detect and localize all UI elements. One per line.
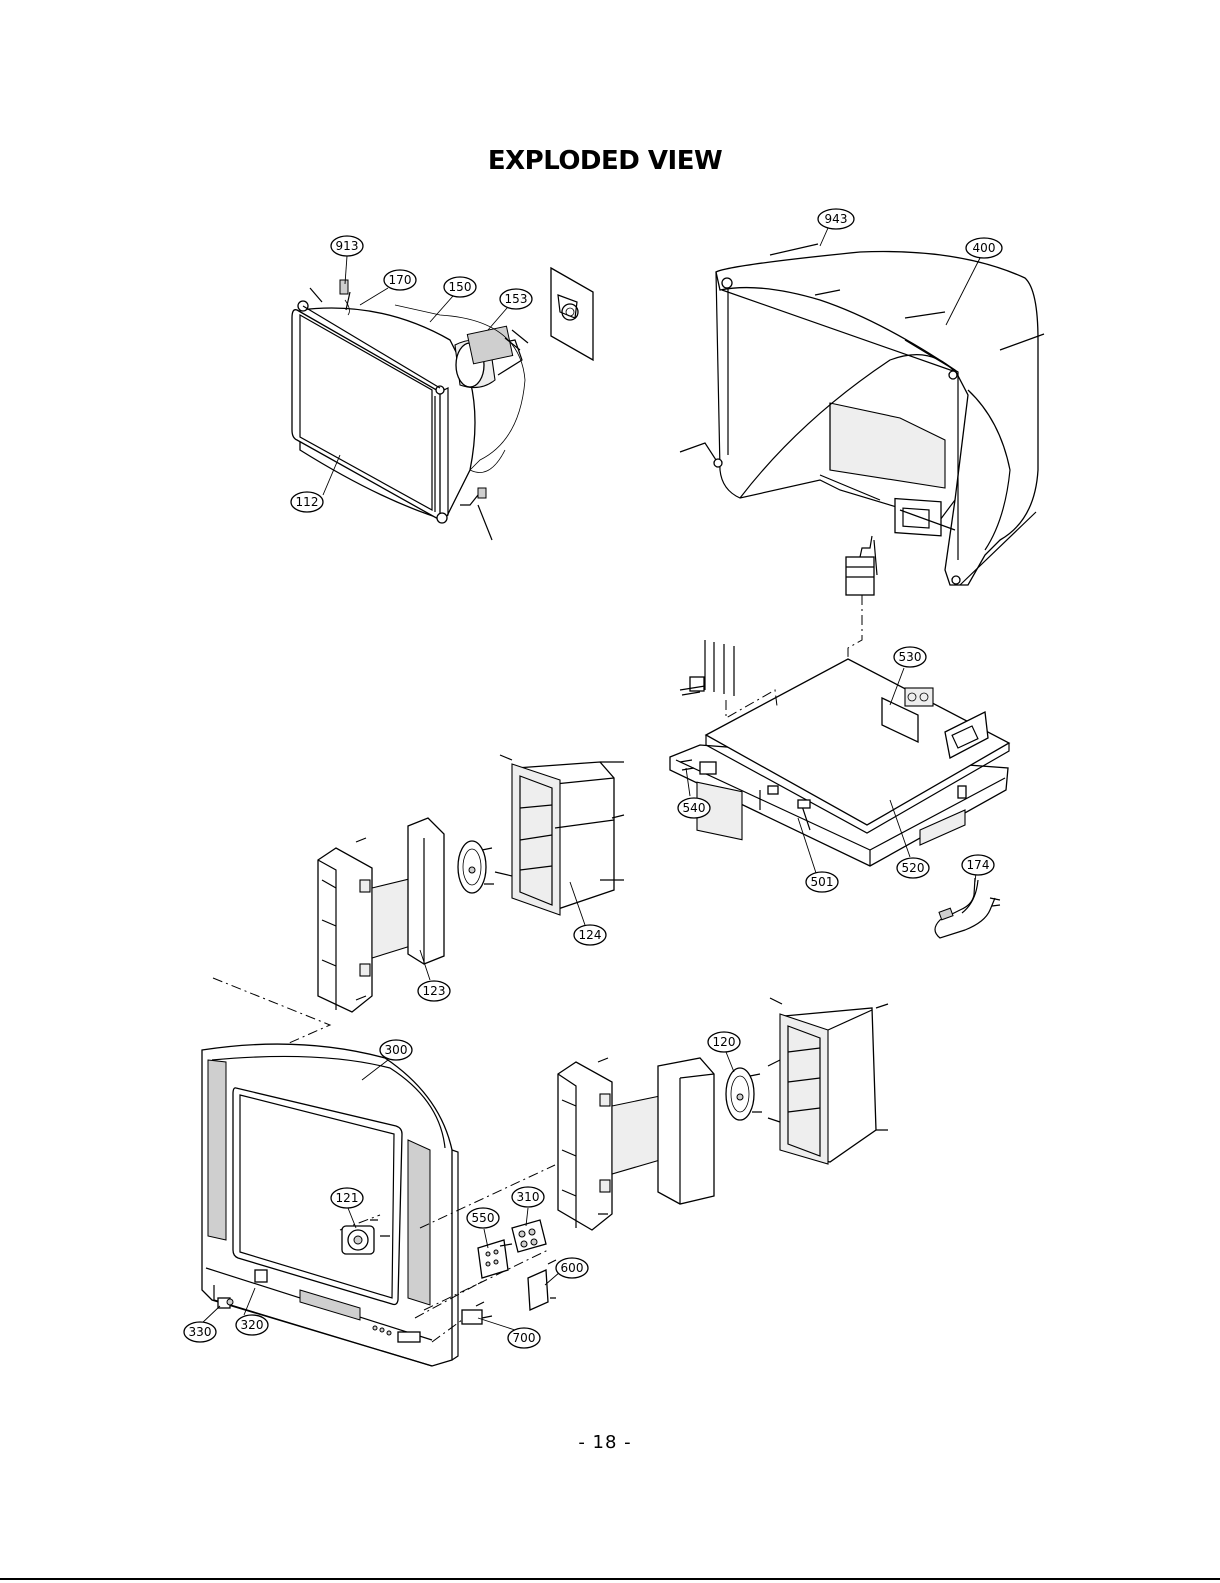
label-112: 112 (291, 492, 323, 512)
svg-text:320: 320 (241, 1318, 264, 1332)
label-550: 550 (467, 1208, 499, 1228)
label-174: 174 (962, 855, 994, 875)
bottom-rule (0, 1578, 1220, 1580)
label-300: 300 (380, 1040, 412, 1060)
label-320: 320 (236, 1315, 268, 1335)
label-943: 943 (818, 209, 854, 229)
label-120: 120 (708, 1032, 740, 1052)
speaker-120-upper (458, 841, 494, 893)
label-913: 913 (331, 236, 363, 256)
label-540: 540 (678, 798, 710, 818)
svg-text:310: 310 (517, 1190, 540, 1204)
label-700: 700 (508, 1328, 540, 1348)
flyback-transformer (846, 536, 877, 672)
svg-text:943: 943 (825, 212, 848, 226)
main-chassis (670, 640, 1009, 866)
svg-text:530: 530 (899, 650, 922, 664)
label-123: 123 (418, 981, 450, 1001)
svg-text:550: 550 (472, 1211, 495, 1225)
svg-text:330: 330 (189, 1325, 212, 1339)
svg-text:150: 150 (449, 280, 472, 294)
label-400: 400 (966, 238, 1002, 258)
svg-text:300: 300 (385, 1043, 408, 1057)
label-501: 501 (806, 872, 838, 892)
speaker-bracket-123 (205, 818, 444, 1080)
svg-text:501: 501 (811, 875, 834, 889)
power-cord-174 (935, 878, 1000, 938)
svg-text:120: 120 (713, 1035, 736, 1049)
picture-tube-112 (292, 280, 528, 540)
svg-text:174: 174 (967, 858, 990, 872)
svg-text:124: 124 (579, 928, 602, 942)
label-170: 170 (384, 270, 416, 290)
switch-310 (500, 1220, 546, 1252)
svg-text:112: 112 (296, 495, 319, 509)
label-150: 150 (444, 277, 476, 297)
board-600 (528, 1260, 556, 1310)
page-number: - 18 - (0, 1432, 1210, 1453)
label-124: 124 (574, 925, 606, 945)
svg-text:520: 520 (902, 861, 925, 875)
label-600: 600 (556, 1258, 588, 1278)
svg-text:121: 121 (336, 1191, 359, 1205)
speaker-box-124 (495, 755, 624, 915)
svg-text:600: 600 (561, 1261, 584, 1275)
label-330: 330 (184, 1322, 216, 1342)
svg-text:400: 400 (973, 241, 996, 255)
label-520: 520 (897, 858, 929, 878)
svg-text:170: 170 (389, 273, 412, 287)
button-parts-320-330 (218, 1298, 233, 1308)
label-310: 310 (512, 1187, 544, 1207)
label-530: 530 (894, 647, 926, 667)
svg-text:123: 123 (423, 984, 446, 998)
label-153: 153 (500, 289, 532, 309)
svg-text:540: 540 (683, 801, 706, 815)
crt-socket-board (551, 268, 593, 360)
label-121: 121 (331, 1188, 363, 1208)
back-cover-400 (680, 244, 1044, 585)
svg-text:700: 700 (513, 1331, 536, 1345)
svg-text:913: 913 (336, 239, 359, 253)
svg-text:153: 153 (505, 292, 528, 306)
